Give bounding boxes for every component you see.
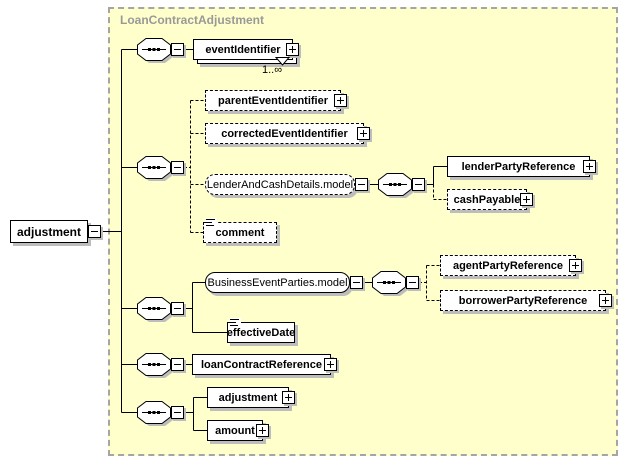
sequence-icon[interactable] xyxy=(137,401,175,428)
element-label: comment xyxy=(215,226,265,239)
group-label: LenderAndCashDetails.model xyxy=(206,178,354,191)
element-label: loanContractReference xyxy=(200,358,323,371)
text-content-icon xyxy=(206,218,217,228)
sequence-icon[interactable] xyxy=(137,353,175,380)
sequence-icon[interactable] xyxy=(137,297,175,324)
element-label: correctedEventIdentifier xyxy=(221,127,348,140)
element-parentEventIdentifier[interactable]: parentEventIdentifier xyxy=(205,90,347,111)
element-adjustment-root[interactable]: adjustment xyxy=(10,220,88,243)
expand-icon[interactable] xyxy=(569,259,582,272)
collapse-icon[interactable] xyxy=(355,178,368,191)
element-adjustment[interactable]: adjustment xyxy=(207,387,295,408)
expand-icon[interactable] xyxy=(583,160,596,173)
expand-icon[interactable] xyxy=(599,294,612,307)
repeat-chevron-icon xyxy=(275,57,291,66)
element-label: amount xyxy=(215,424,255,437)
element-eventIdentifier[interactable]: eventIdentifier xyxy=(193,39,299,60)
container-title: LoanContractAdjustment xyxy=(120,13,264,27)
expand-icon[interactable] xyxy=(256,424,269,437)
element-comment[interactable]: comment xyxy=(203,218,277,243)
element-label: lenderPartyReference xyxy=(461,160,576,173)
element-label: borrowerPartyReference xyxy=(458,294,588,307)
element-label: cashPayable xyxy=(453,193,521,206)
element-label: adjustment xyxy=(218,391,278,404)
text-content-icon xyxy=(230,318,241,328)
element-effectiveDate[interactable]: effectiveDate xyxy=(226,318,296,343)
expand-icon[interactable] xyxy=(286,43,299,56)
element-lenderPartyReference[interactable]: lenderPartyReference xyxy=(447,156,596,177)
sequence-icon[interactable] xyxy=(137,156,175,183)
collapse-icon[interactable] xyxy=(171,406,184,419)
element-label: adjustment xyxy=(16,224,81,239)
collapse-icon[interactable] xyxy=(350,276,363,289)
expand-icon[interactable] xyxy=(334,94,347,107)
sequence-icon[interactable] xyxy=(137,38,175,65)
schema-group-container: LoanContractAdjustment xyxy=(108,7,618,456)
element-label: agentPartyReference xyxy=(452,259,564,272)
occurrence-label: 1..∞ xyxy=(262,64,283,76)
sequence-icon[interactable] xyxy=(378,173,416,200)
expand-icon[interactable] xyxy=(357,127,370,140)
group-BusinessEventParties-model[interactable]: BusinessEventParties.model xyxy=(205,272,350,293)
element-label: effectiveDate xyxy=(226,326,296,339)
sequence-icon[interactable] xyxy=(372,271,410,298)
collapse-icon[interactable] xyxy=(171,302,184,315)
expand-icon[interactable] xyxy=(520,193,533,206)
group-label: BusinessEventParties.model xyxy=(207,276,348,289)
element-label: parentEventIdentifier xyxy=(217,94,329,107)
expand-icon[interactable] xyxy=(282,391,295,404)
element-agentPartyReference[interactable]: agentPartyReference xyxy=(440,255,582,276)
collapse-icon[interactable] xyxy=(88,225,101,238)
collapse-icon[interactable] xyxy=(171,161,184,174)
collapse-icon[interactable] xyxy=(171,358,184,371)
collapse-icon[interactable] xyxy=(406,276,419,289)
element-label: eventIdentifier xyxy=(205,43,281,56)
element-loanContractReference[interactable]: loanContractReference xyxy=(192,354,337,375)
expand-icon[interactable] xyxy=(324,358,337,371)
collapse-icon[interactable] xyxy=(412,178,425,191)
group-LenderAndCashDetails-model[interactable]: LenderAndCashDetails.model xyxy=(205,174,355,195)
collapse-icon[interactable] xyxy=(171,43,184,56)
element-borrowerPartyReference[interactable]: borrowerPartyReference xyxy=(440,290,612,311)
element-cashPayable[interactable]: cashPayable xyxy=(447,189,533,210)
element-correctedEventIdentifier[interactable]: correctedEventIdentifier xyxy=(205,123,370,144)
element-amount[interactable]: amount xyxy=(207,420,269,441)
